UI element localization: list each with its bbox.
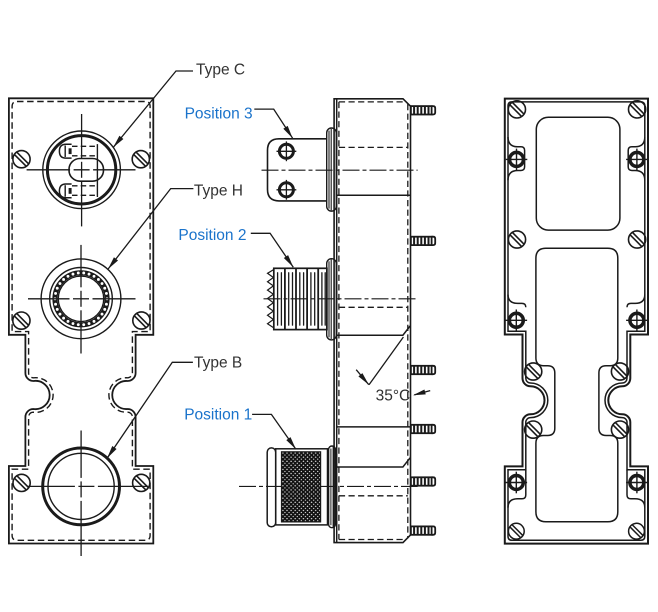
svg-text:35°C: 35°C (376, 387, 411, 404)
svg-text:Position 1: Position 1 (184, 407, 252, 424)
svg-text:Position 3: Position 3 (185, 106, 253, 123)
svg-text:Type H: Type H (194, 182, 243, 199)
svg-text:Type C: Type C (196, 62, 245, 79)
svg-text:Position 2: Position 2 (178, 227, 246, 244)
svg-text:Type B: Type B (194, 355, 242, 372)
